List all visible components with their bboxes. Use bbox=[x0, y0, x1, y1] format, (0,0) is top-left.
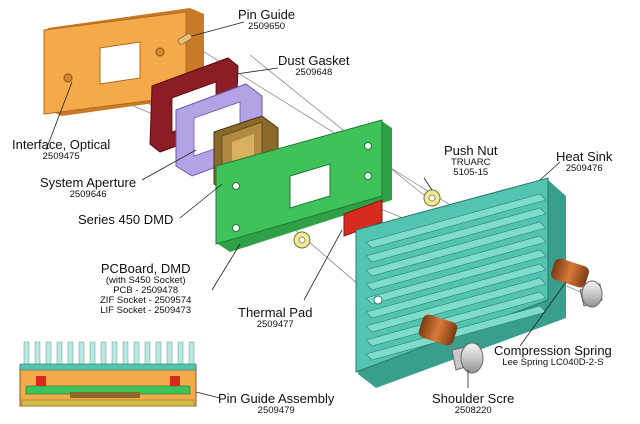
label-dust-gasket: Dust Gasket 2509648 bbox=[278, 54, 350, 78]
label-dust-gasket-part: 2509648 bbox=[295, 66, 333, 78]
label-series-450-dmd: Series 450 DMD bbox=[78, 213, 173, 227]
label-compression-spring: Compression Spring Lee Spring LC040D-2-S bbox=[494, 344, 612, 368]
label-heat-sink-part: 2509476 bbox=[565, 162, 603, 174]
heat-sink-fin bbox=[365, 193, 547, 249]
assembly-fin bbox=[23, 341, 30, 367]
heat-sink-fin bbox=[365, 207, 547, 263]
label-interface-optical: Interface, Optical 2509475 bbox=[12, 138, 110, 162]
label-pin-guide-assembly: Pin Guide Assembly 2509479 bbox=[218, 392, 334, 416]
label-thermal-pad-part: 2509477 bbox=[256, 318, 294, 330]
label-pin-guide-part: 2509650 bbox=[248, 20, 286, 32]
heat-sink-fin bbox=[365, 305, 547, 361]
label-pcboard-dmd-line4: LIF Socket - 2509473 bbox=[100, 304, 192, 316]
label-compression-spring-title: Compression Spring bbox=[494, 343, 612, 358]
pcboard-dmd bbox=[215, 119, 392, 252]
label-push-nut-line2: 5105-15 bbox=[453, 166, 489, 178]
label-interface-optical-title: Interface, Optical bbox=[12, 137, 111, 152]
label-system-aperture: System Aperture 2509646 bbox=[40, 176, 136, 200]
label-system-aperture-title: System Aperture bbox=[40, 175, 137, 190]
heat-sink-fin bbox=[365, 291, 547, 347]
heat-sink-fin bbox=[365, 263, 547, 319]
assembly-fin bbox=[188, 341, 195, 367]
label-dust-gasket-title: Dust Gasket bbox=[278, 53, 350, 68]
assembly-fin bbox=[111, 341, 118, 367]
label-pcboard-dmd-line1: (with S450 Socket) bbox=[105, 274, 186, 286]
assembly-fin bbox=[100, 341, 107, 367]
label-interface-optical-part: 2509475 bbox=[42, 150, 80, 162]
label-pin-guide: Pin Guide 2509650 bbox=[238, 8, 295, 32]
assembly-fin bbox=[133, 341, 140, 367]
label-pin-guide-assembly-part: 2509479 bbox=[257, 404, 295, 416]
shoulder-screw bbox=[418, 314, 484, 374]
label-pcboard-dmd-line2: PCB - 2509478 bbox=[113, 284, 179, 296]
assembly-heat-sink-fins bbox=[23, 341, 195, 367]
label-shoulder-screw-part: 2508220 bbox=[454, 404, 492, 416]
label-series-450-dmd-title: Series 450 DMD bbox=[78, 212, 174, 227]
label-pcboard-dmd-line3: ZIF Socket - 2509574 bbox=[100, 294, 192, 306]
label-system-aperture-part: 2509646 bbox=[69, 188, 107, 200]
assembly-fin bbox=[89, 341, 96, 367]
assembly-fin bbox=[45, 341, 52, 367]
label-push-nut-title: Push Nut bbox=[444, 143, 498, 158]
label-pcboard-dmd-title: PCBoard, DMD bbox=[100, 261, 191, 276]
label-pcboard-dmd: PCBoard, DMD (with S450 Socket) PCB - 25… bbox=[100, 262, 191, 316]
label-compression-spring-part: Lee Spring LC040D-2-S bbox=[502, 356, 604, 368]
pin-guide-pin bbox=[177, 33, 193, 45]
label-shoulder-screw-title: Shoulder Scre bbox=[432, 391, 515, 406]
assembly-fin bbox=[155, 341, 162, 367]
heat-sink-fin bbox=[365, 235, 547, 291]
heat-sink-fin bbox=[365, 249, 547, 305]
heat-sink-fin bbox=[365, 221, 547, 277]
label-shoulder-screw: Shoulder Scre 2508220 bbox=[432, 392, 514, 416]
label-thermal-pad-title: Thermal Pad bbox=[238, 305, 313, 320]
heat-sink bbox=[355, 177, 566, 388]
compression-spring bbox=[551, 258, 603, 308]
assembly-fin bbox=[144, 341, 151, 367]
leader-lines bbox=[45, 21, 567, 399]
heat-sink-fin bbox=[365, 277, 547, 333]
push-nut bbox=[293, 189, 441, 249]
assembly-fin bbox=[122, 341, 129, 367]
label-heat-sink: Heat Sink 2509476 bbox=[556, 150, 612, 174]
assembly-fin bbox=[166, 341, 173, 367]
label-thermal-pad: Thermal Pad 2509477 bbox=[238, 306, 312, 330]
label-push-nut-line1: TRUARC bbox=[450, 156, 491, 168]
label-pin-guide-assembly-title: Pin Guide Assembly bbox=[218, 391, 335, 406]
label-push-nut: Push Nut TRUARC 5105-15 bbox=[444, 144, 497, 178]
assembly-fin bbox=[67, 341, 74, 367]
assembly-fin bbox=[177, 341, 184, 367]
label-pin-guide-title: Pin Guide bbox=[238, 7, 296, 22]
pin-guide-assembly-view bbox=[19, 341, 197, 407]
heat-sink-fins bbox=[365, 193, 547, 361]
thermal-pad bbox=[343, 199, 383, 237]
label-heat-sink-title: Heat Sink bbox=[556, 149, 613, 164]
assembly-fin bbox=[56, 341, 63, 367]
assembly-fin bbox=[34, 341, 41, 367]
assembly-fin bbox=[78, 341, 85, 367]
